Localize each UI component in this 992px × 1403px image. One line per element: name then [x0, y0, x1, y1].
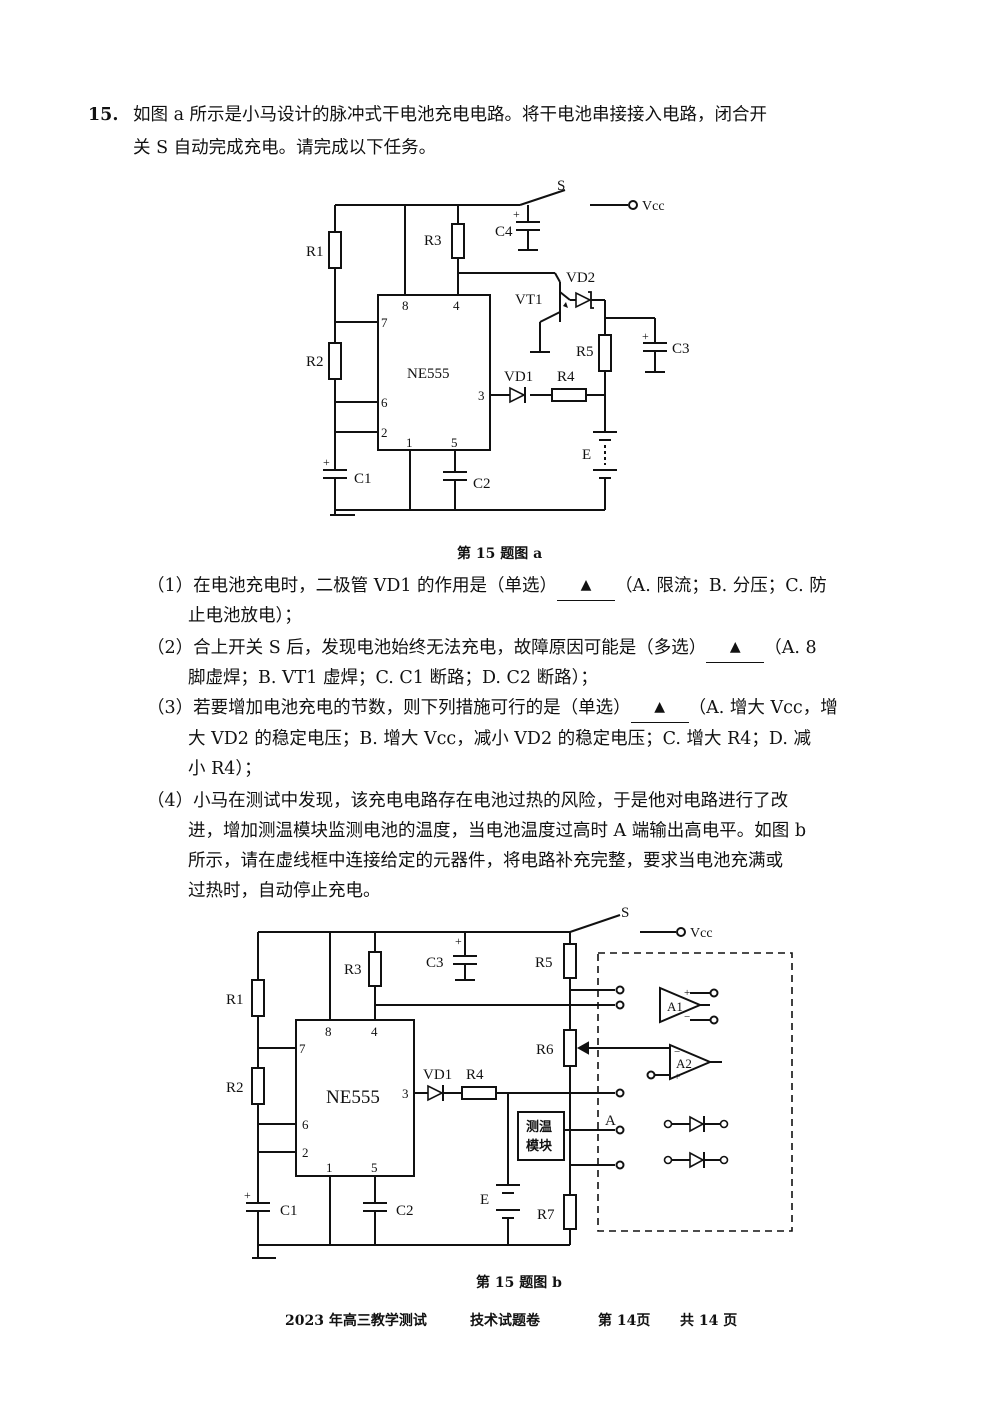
label-a-C2: C2 — [473, 476, 491, 492]
label-b-VD1: VD1 — [423, 1067, 452, 1083]
label-a-VT1: VT1 — [515, 292, 543, 308]
label-b-plus-c3: + — [455, 934, 462, 948]
label-a-VD2: VD2 — [566, 270, 595, 286]
q3-answer-blank[interactable]: ▲ — [630, 691, 689, 723]
label-b-pin1: 1 — [326, 1160, 333, 1175]
label-a-pin3: 3 — [478, 388, 485, 403]
label-a-S: S — [557, 178, 565, 194]
label-a-pin2: 2 — [381, 425, 388, 440]
label-b-plus-c1: + — [244, 1188, 251, 1202]
label-a-plus-c1: + — [323, 455, 330, 469]
label-b-A: A — [605, 1113, 616, 1129]
label-a-R1: R1 — [306, 244, 324, 260]
footer-total: 共 14 页 — [680, 1313, 738, 1329]
label-a-vcc: Vcc — [642, 199, 665, 214]
q1-line2: 止电池放电）； — [188, 606, 302, 626]
label-b-pin2: 2 — [302, 1145, 309, 1160]
label-a-pin5: 5 — [451, 435, 458, 450]
q4-line1: （4）小马在测试中发现，该充电电路存在电池过热的风险，于是他对电路进行了改 — [147, 791, 789, 811]
label-a-plus-c4: + — [513, 207, 520, 221]
label-b-C1: C1 — [280, 1203, 298, 1219]
label-b-S: S — [621, 905, 629, 921]
label-a-C1: C1 — [354, 471, 372, 487]
label-b-E: E — [480, 1192, 489, 1208]
label-b-R6: R6 — [536, 1042, 554, 1058]
label-b-R3: R3 — [344, 962, 362, 978]
figure-b-caption: 第 15 题图 b — [476, 1275, 562, 1291]
q4-line3: 所示，请在虚线框中连接给定的元器件，将电路补充完整，要求当电池充满或 — [188, 851, 783, 871]
footer-page: 第 14页 — [598, 1313, 651, 1329]
label-b-pin6: 6 — [302, 1117, 309, 1132]
label-a-VD1: VD1 — [504, 369, 533, 385]
label-a-plus-c3: + — [642, 329, 649, 343]
label-b-A1: A1 — [667, 999, 683, 1014]
q2-line2: 脚虚焊；B. VT1 虚焊；C. C1 断路；D. C2 断路）； — [188, 668, 598, 688]
label-b-pin7: 7 — [299, 1041, 306, 1056]
figure-a-caption: 第 15 题图 a — [457, 546, 543, 562]
label-a-R2: R2 — [306, 354, 324, 370]
q1-line1: （1）在电池充电时，二极管 VD1 的作用是（单选） ▲ （A. 限流；B. 分压；… — [147, 571, 827, 603]
label-a-E: E — [582, 447, 591, 463]
label-a-R5: R5 — [576, 344, 594, 360]
q4-line4: 过热时，自动停止充电。 — [188, 881, 381, 901]
q2-answer-blank[interactable]: ▲ — [706, 631, 765, 663]
label-a-pin4: 4 — [453, 298, 460, 313]
question-text-line1: 如图 a 所示是小马设计的脉冲式干电池充电电路。将干电池串接接入电路，闭合开 — [133, 105, 768, 125]
footer-exam: 2023 年高三教学测试 — [285, 1313, 427, 1329]
label-b-C2: C2 — [396, 1203, 414, 1219]
blank-mark: ▲ — [729, 639, 741, 655]
q3-line1: （3）若要增加电池充电的节数，则下列措施可行的是（单选） ▲ （A. 增大 Vcc，… — [147, 693, 838, 725]
label-a-chip: NE555 — [407, 366, 450, 382]
label-b-a2-minus: − — [674, 1046, 680, 1058]
footer-paper: 技术试题卷 — [470, 1313, 540, 1329]
label-b-module-1: 测温 — [526, 1119, 552, 1134]
question-text-line2: 关 S 自动完成充电。请完成以下任务。 — [133, 138, 437, 158]
q3-options: （A. 增大 Vcc，增 — [688, 698, 838, 718]
label-a-pin7: 7 — [381, 315, 388, 330]
label-b-R5: R5 — [535, 955, 553, 971]
q4-line2: 进，增加测温模块监测电池的温度，当电池温度过高时 A 端输出高电平。如图 b — [188, 821, 807, 841]
label-b-pin5: 5 — [371, 1160, 378, 1175]
q2-text: （2）合上开关 S 后，发现电池始终无法充电，故障原因可能是（多选） — [147, 638, 707, 658]
q1-text: （1）在电池充电时，二极管 VD1 的作用是（单选） — [147, 576, 558, 596]
label-b-a2-plus: + — [674, 1071, 680, 1083]
label-a-R3: R3 — [424, 233, 442, 249]
label-a-pin8: 8 — [402, 298, 409, 313]
q3-line2: 大 VD2 的稳定电压；B. 增大 Vcc，减小 VD2 的稳定电压；C. 增大… — [188, 729, 811, 749]
label-b-A2: A2 — [676, 1056, 692, 1071]
question-number: 15. — [88, 105, 119, 125]
label-a-C3: C3 — [672, 341, 690, 357]
q3-line3: 小 R4）； — [188, 759, 262, 779]
blank-mark: ▲ — [654, 699, 666, 715]
label-b-chip: NE555 — [326, 1087, 380, 1108]
label-a-pin6: 6 — [381, 395, 388, 410]
label-b-pin4: 4 — [371, 1024, 378, 1039]
q2-line1: （2）合上开关 S 后，发现电池始终无法充电，故障原因可能是（多选） ▲ （A. 8 — [147, 633, 817, 665]
label-b-R4: R4 — [466, 1067, 484, 1083]
label-a-C4: C4 — [495, 224, 513, 240]
label-b-a1-plus: + — [684, 987, 690, 999]
label-b-a1-minus: − — [684, 1011, 690, 1023]
blank-mark: ▲ — [580, 577, 592, 593]
q3-text: （3）若要增加电池充电的节数，则下列措施可行的是（单选） — [147, 698, 631, 718]
label-a-R4: R4 — [557, 369, 575, 385]
label-b-R7: R7 — [537, 1207, 555, 1223]
label-a-pin1: 1 — [406, 435, 413, 450]
label-b-C3: C3 — [426, 955, 444, 971]
q1-options: （A. 限流；B. 分压；C. 防 — [615, 576, 827, 596]
label-b-pin3: 3 — [402, 1086, 409, 1101]
label-b-pin8: 8 — [325, 1024, 332, 1039]
q2-options: （A. 8 — [764, 638, 817, 658]
q1-answer-blank[interactable]: ▲ — [557, 569, 616, 601]
label-b-R1: R1 — [226, 992, 244, 1008]
label-b-R2: R2 — [226, 1080, 244, 1096]
label-b-vcc: Vcc — [690, 926, 713, 941]
label-b-module-2: 模块 — [526, 1138, 553, 1153]
